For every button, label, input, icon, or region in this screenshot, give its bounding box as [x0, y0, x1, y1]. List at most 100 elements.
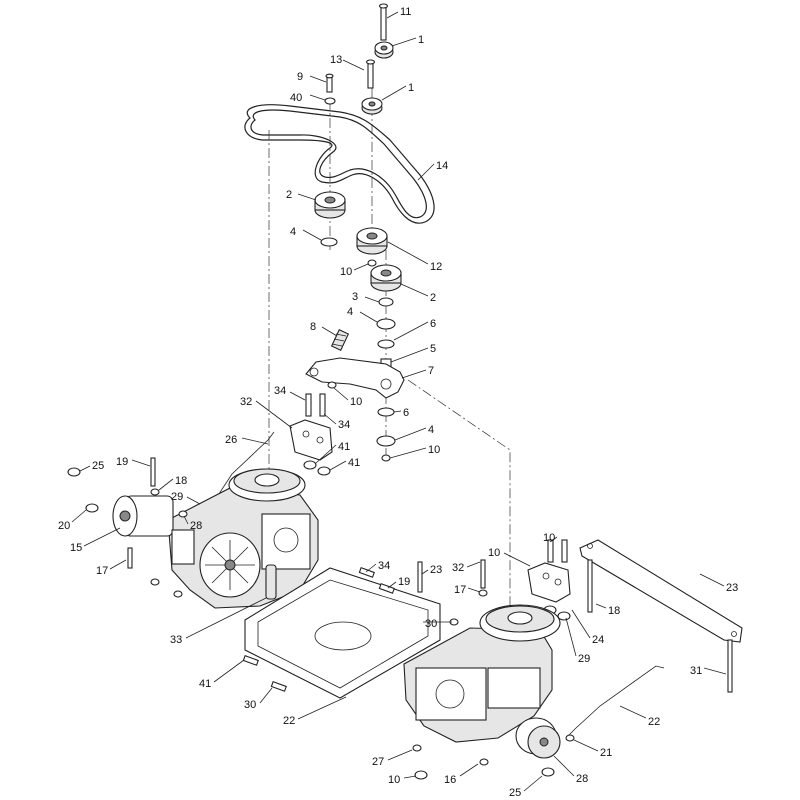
- bolt-17-left: [127, 547, 133, 569]
- callout-leader: [549, 536, 558, 543]
- callout-leader: [259, 687, 273, 704]
- callout-number: 32: [452, 562, 464, 574]
- callout-leader: [387, 749, 413, 761]
- nut-10-trans-left-a: [150, 578, 160, 586]
- callout-leader: [553, 755, 575, 777]
- callout-number: 34: [274, 385, 286, 397]
- callout-number: 22: [648, 716, 660, 728]
- callout-number: 10: [428, 444, 440, 456]
- callout-number: 11: [400, 6, 411, 18]
- nut-10-arm: [327, 381, 337, 389]
- callout-leader: [393, 410, 402, 413]
- callout-leader: [699, 573, 725, 587]
- callout-leader: [390, 347, 429, 363]
- callout-leader: [386, 11, 399, 19]
- drive-belt-14: [244, 104, 435, 224]
- callout-number: 10: [488, 547, 500, 559]
- callout-leader: [321, 326, 338, 337]
- callout-number: 41: [338, 441, 350, 453]
- callout-leader: [323, 413, 337, 425]
- callout-number: 7: [428, 365, 434, 377]
- callout-number: 9: [297, 71, 303, 83]
- callout-number: 25: [509, 787, 521, 799]
- callout-leader: [571, 609, 591, 639]
- bracket-32-left: [289, 419, 333, 461]
- callout-number: 28: [576, 773, 588, 785]
- spring-8: [330, 328, 350, 352]
- washer-18-right: [478, 589, 488, 597]
- callout-number: 14: [436, 160, 448, 172]
- bolt-17-right: [417, 561, 423, 593]
- callout-leader: [255, 400, 293, 429]
- idler-pulley-2-left: [314, 191, 346, 219]
- nut-25-right: [414, 770, 428, 780]
- callout-number: 28: [190, 520, 202, 532]
- callout-leader: [364, 296, 380, 303]
- nuts-41-left: [303, 460, 331, 476]
- callout-leader: [342, 59, 365, 71]
- callout-leader: [158, 478, 174, 491]
- callout-leader: [183, 515, 189, 525]
- callout-number: 10: [340, 266, 352, 278]
- washer-6-upper: [377, 339, 395, 349]
- callout-leader: [466, 561, 481, 568]
- callout-leader: [703, 667, 727, 675]
- callout-number: 20: [58, 520, 70, 532]
- callout-leader: [417, 163, 435, 181]
- callout-number: 17: [454, 584, 466, 596]
- transmission-right: [403, 604, 561, 759]
- callout-number: 2: [430, 292, 436, 304]
- pulley-12: [356, 227, 388, 255]
- washer-3: [378, 297, 394, 307]
- callout-number: 31: [690, 665, 702, 677]
- callout-number: 26: [225, 434, 237, 446]
- callout-number: 19: [398, 576, 410, 588]
- nut-20-left: [85, 503, 99, 513]
- callout-number: 18: [608, 605, 620, 617]
- callout-number: 17: [96, 565, 108, 577]
- callout-number: 6: [430, 318, 436, 330]
- idler-pulley-2-right: [370, 264, 402, 292]
- nut-10-trans-right-a: [412, 744, 422, 752]
- callout-number: 27: [372, 756, 384, 768]
- callout-number: 29: [578, 653, 590, 665]
- callout-leader: [391, 37, 417, 47]
- callout-leader: [302, 229, 322, 241]
- callout-number: 4: [428, 424, 434, 436]
- callout-leader: [503, 552, 531, 567]
- idler-pulley-1-upper: [374, 41, 394, 59]
- washer-18-left: [150, 488, 160, 496]
- callout-number: 13: [330, 54, 342, 66]
- nut-20-right: [541, 767, 555, 777]
- callout-leader: [297, 696, 347, 720]
- callout-number: 4: [347, 306, 353, 318]
- bolt-19-right: [480, 559, 486, 589]
- callout-number: 24: [592, 634, 604, 646]
- callout-number: 25: [92, 460, 104, 472]
- callout-leader: [109, 559, 127, 570]
- washer-6-lower: [377, 407, 395, 417]
- callout-number: 32: [240, 396, 252, 408]
- callout-leader: [467, 587, 481, 593]
- callout-leader: [185, 597, 267, 639]
- callout-leader: [289, 391, 306, 401]
- callout-leader: [333, 387, 349, 401]
- callout-number: 12: [430, 261, 442, 273]
- transmission-left: [112, 468, 319, 609]
- callout-leader: [309, 94, 326, 101]
- callout-number: 10: [543, 532, 555, 544]
- nut-10-top: [367, 259, 377, 267]
- callout-number: 40: [290, 92, 302, 104]
- callout-number: 29: [171, 491, 183, 503]
- bracket-32-right: [527, 562, 571, 603]
- callout-number: 34: [338, 419, 350, 431]
- center-lines: [268, 70, 511, 610]
- callout-number: 6: [403, 407, 409, 419]
- callout-leader: [71, 509, 87, 523]
- pins-23: [358, 567, 395, 594]
- rod-27: [567, 665, 665, 737]
- callout-leader: [403, 775, 417, 779]
- callout-number: 1: [418, 34, 424, 46]
- callout-leader: [595, 603, 607, 609]
